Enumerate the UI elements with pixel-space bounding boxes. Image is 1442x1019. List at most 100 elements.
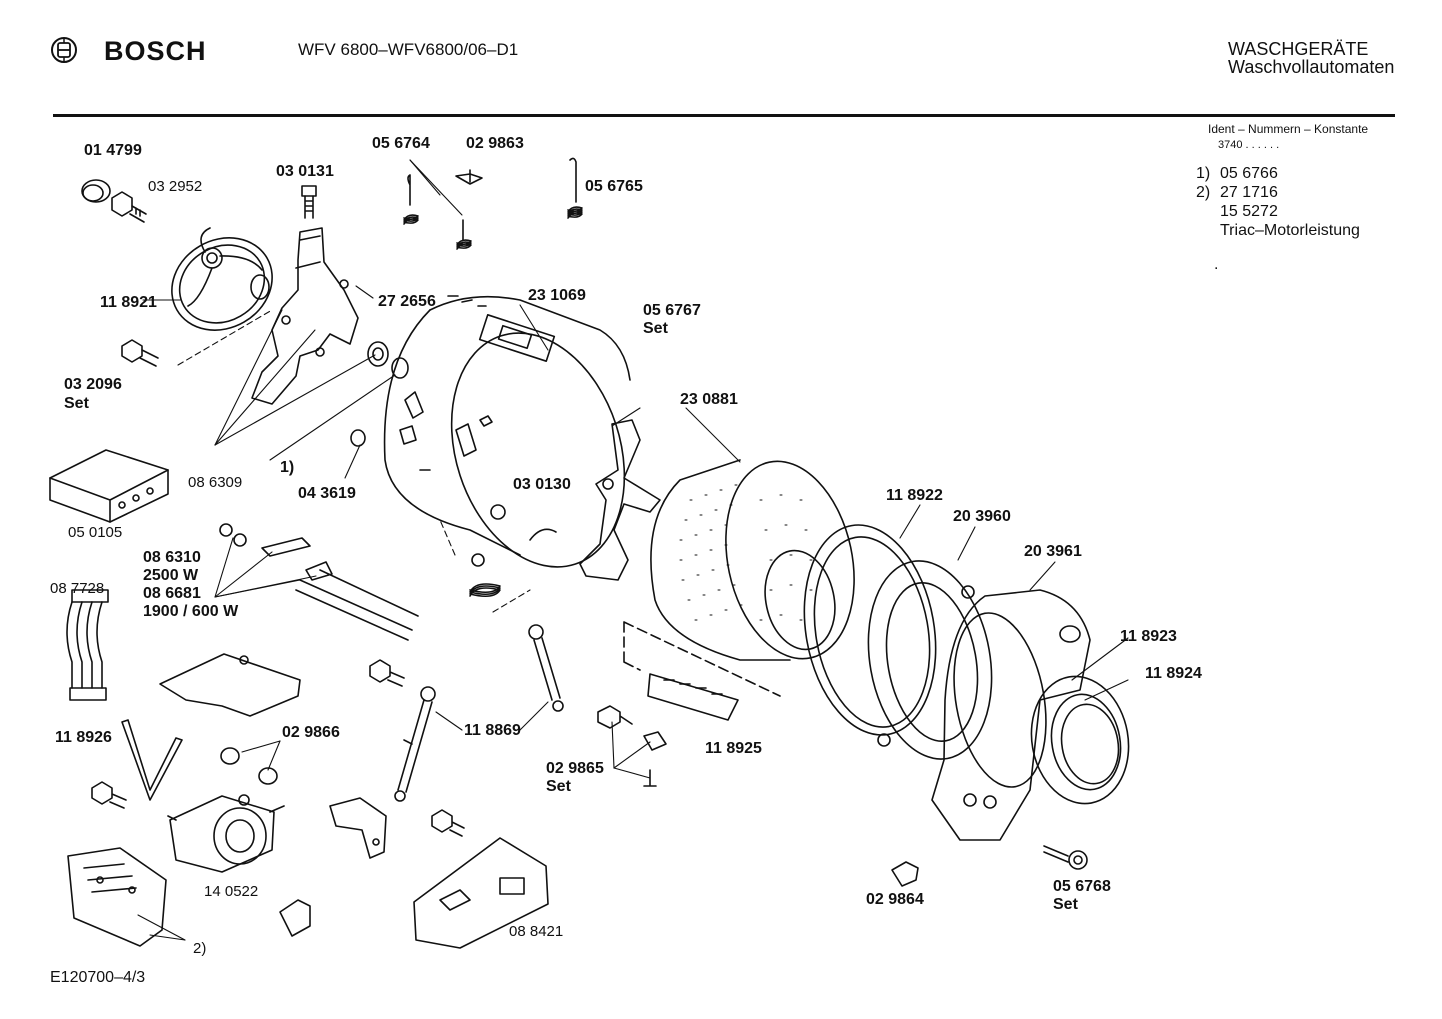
part-label: 05 0105 xyxy=(68,524,123,541)
model-number: WFV 6800–WFV6800/06–D1 xyxy=(298,40,519,59)
drum-cross-spider xyxy=(579,419,661,581)
bolt-part-6 xyxy=(91,781,127,809)
front-tub-half xyxy=(931,589,1091,841)
seal-part xyxy=(350,429,366,447)
bearing-part xyxy=(367,341,409,379)
part-label: 11 8926 xyxy=(55,729,112,746)
part-label: 11 8923 xyxy=(1120,628,1177,645)
part-label: 11 8922 xyxy=(886,487,943,504)
category-line1: WASCHGERÄTE xyxy=(1228,39,1369,59)
drum-spider-bracket xyxy=(251,227,359,405)
part-label: 08 6309 xyxy=(188,474,243,491)
outer-tub xyxy=(383,295,631,568)
part-label: 11 8921 xyxy=(100,294,157,311)
bolt-part-3 xyxy=(121,339,159,367)
cover-strip xyxy=(623,621,781,721)
note-2-value: 27 1716 xyxy=(1220,184,1278,201)
small-bracket xyxy=(279,899,311,937)
bosch-armature-icon xyxy=(51,37,77,63)
part-label: 23 1069 xyxy=(528,287,586,304)
footnote-ref: 1) xyxy=(280,459,295,476)
bushing-part xyxy=(81,179,111,203)
part-label-set: Set xyxy=(643,320,668,337)
category-line2: Waschvollautomaten xyxy=(1228,57,1395,77)
part-label-set: Set xyxy=(546,778,571,795)
brand-name: BOSCH xyxy=(104,36,207,66)
control-module xyxy=(413,837,549,949)
part-label: 27 2656 xyxy=(378,293,436,310)
part-label: 11 8925 xyxy=(705,740,762,757)
note-1-value: 05 6766 xyxy=(1220,165,1278,182)
part-label: 05 6767 xyxy=(643,302,701,319)
part-label: 03 2096 xyxy=(64,376,122,393)
part-label: 11 8869 xyxy=(464,722,521,739)
bolt-part-2 xyxy=(301,185,317,219)
part-label: 08 7728 xyxy=(50,580,105,597)
part-label-wattage: 2500 W xyxy=(143,567,199,584)
part-label: 02 9863 xyxy=(466,135,524,152)
part-label: 05 6765 xyxy=(585,178,643,195)
inner-drum xyxy=(650,459,855,661)
part-label: 03 0130 xyxy=(513,476,571,493)
part-label: 05 6764 xyxy=(372,135,430,152)
drive-belt xyxy=(121,719,183,801)
part-label: 08 6681 xyxy=(143,585,201,602)
header-divider xyxy=(53,114,1395,117)
part-label: 03 2952 xyxy=(148,178,203,195)
bolt-part-5 xyxy=(369,659,405,687)
bosch-logo xyxy=(50,36,78,64)
motor-bracket xyxy=(329,797,387,859)
note-1-marker: 1) xyxy=(1196,165,1211,182)
part-label: 02 9864 xyxy=(866,891,924,908)
part-label: 20 3961 xyxy=(1024,543,1082,560)
wiring-harness xyxy=(66,589,109,701)
part-label: 11 8924 xyxy=(1145,665,1202,682)
part-label: 08 6310 xyxy=(143,549,201,566)
rubber-feet xyxy=(220,747,278,785)
footnote-ref: 2) xyxy=(193,940,207,957)
door-seal xyxy=(1030,675,1130,805)
shock-absorber-short xyxy=(528,624,564,712)
suspension-spring-left xyxy=(403,174,419,225)
tub-gasket xyxy=(803,524,937,736)
bolt-part xyxy=(111,191,147,223)
pulley-wheel xyxy=(171,227,273,331)
part-label: 03 0131 xyxy=(276,163,334,180)
part-label-wattage: 1900 / 600 W xyxy=(143,603,239,620)
ident-value: 3740 . . . . . . xyxy=(1218,139,1280,151)
drum-perforations xyxy=(679,484,813,621)
shield-plate xyxy=(159,653,301,717)
leader-lines xyxy=(137,159,1129,941)
front-tub-ring xyxy=(867,560,993,760)
bottom-spring xyxy=(469,553,501,598)
suspension-spring-long xyxy=(567,157,583,219)
part-label: 14 0522 xyxy=(204,883,259,900)
part-label: 20 3960 xyxy=(953,508,1011,525)
part-label: 02 9866 xyxy=(282,724,340,741)
heating-element xyxy=(219,523,419,641)
ident-heading: Ident – Nummern – Konstante xyxy=(1208,122,1369,136)
note-2-extra-desc: Triac–Motorleistung xyxy=(1220,222,1360,239)
document-id: E120700–4/3 xyxy=(50,969,146,986)
part-label: 02 9865 xyxy=(546,760,604,777)
spring-clip xyxy=(455,169,483,185)
part-label: 04 3619 xyxy=(298,485,356,502)
screw-part xyxy=(597,705,667,787)
electronics-module xyxy=(67,847,167,947)
control-board-part xyxy=(49,449,169,523)
part-label: 23 0881 xyxy=(680,391,738,408)
part-label: 08 8421 xyxy=(509,923,564,940)
part-label-set: Set xyxy=(64,395,89,412)
part-label: 01 4799 xyxy=(84,142,142,159)
drive-motor xyxy=(167,794,285,873)
part-label-set: Set xyxy=(1053,896,1078,913)
bolt-part-7 xyxy=(431,809,465,837)
suspension-spring-mid xyxy=(456,219,472,250)
note-dot: . xyxy=(1214,256,1219,273)
note-2-marker: 2) xyxy=(1196,184,1211,201)
note-2-extra-part: 15 5272 xyxy=(1220,203,1278,220)
shock-absorber-long xyxy=(394,686,436,802)
clip-part xyxy=(891,861,919,887)
bolt-part-4 xyxy=(1043,845,1088,870)
